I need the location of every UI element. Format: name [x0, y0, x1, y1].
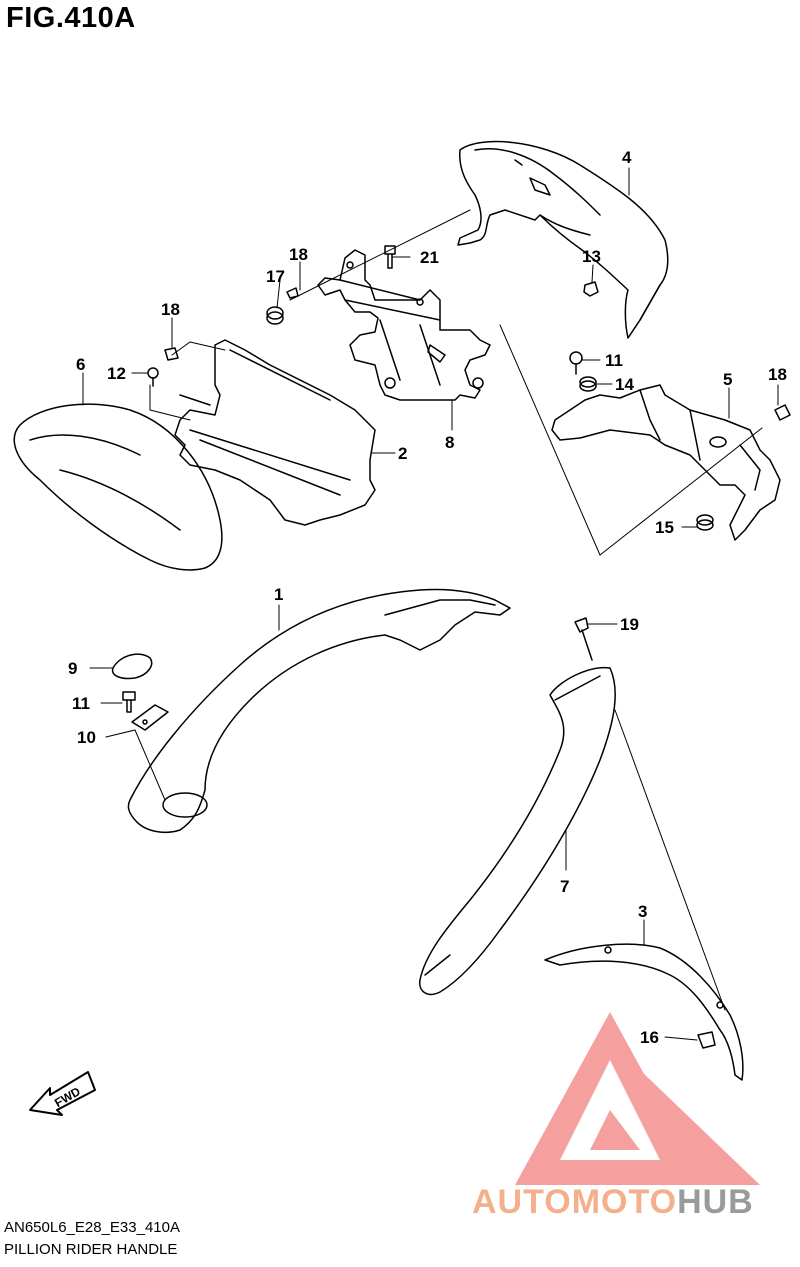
part-2-inner-panel: [174, 339, 376, 526]
part-8-bracket: [317, 249, 491, 401]
callout-11-left: 11: [72, 694, 90, 713]
callout-17: 17: [266, 267, 285, 286]
part-7-right-handle: [419, 666, 616, 996]
part-18-fastener-right: [774, 404, 791, 421]
callout-11-right: 11: [605, 351, 623, 370]
callout-16: 15: [655, 518, 674, 537]
callout-4: 4: [622, 148, 632, 167]
part-9-cap: [111, 653, 153, 680]
watermark-logo: [515, 1012, 760, 1185]
figure-caption: PILLION RIDER HANDLE: [4, 1241, 178, 1258]
part-13-nut: [697, 1031, 716, 1049]
part-16-grommet: [696, 514, 714, 531]
watermark-text-dark: HUB: [677, 1183, 754, 1221]
callout-18-right: 18: [768, 365, 787, 384]
part-1-pillion-handle: [127, 588, 511, 833]
watermark-text-accent: AUTOMOTO: [472, 1183, 677, 1221]
callout-19: 18: [289, 245, 308, 264]
callout-5: 5: [723, 370, 732, 389]
callout-6: 6: [76, 355, 85, 374]
part-6-pad-cover: [13, 403, 223, 571]
part-14-nut: [583, 281, 599, 297]
fwd-arrow-icon: [29, 1071, 96, 1116]
callout-13: 16: [640, 1028, 659, 1047]
svg-text:AUTOMOTOHUB: AUTOMOTOHUB: [472, 1183, 754, 1221]
callout-15: 14: [615, 375, 634, 394]
callout-1: 1: [274, 585, 283, 604]
figure-title: FIG.410A: [6, 2, 136, 34]
callout-8: 8: [445, 433, 454, 452]
part-3-tail-trim: [544, 943, 744, 1081]
callout-labels: 4 13 18 21 17 18 6 12 2 8 11 14 5 18 15 …: [52, 148, 787, 1110]
callout-21: 21: [420, 248, 439, 267]
figure-code: AN650L6_E28_E33_410A: [4, 1219, 180, 1236]
callout-2: 2: [398, 444, 407, 463]
callout-14: 13: [582, 247, 601, 266]
callout-20: 19: [620, 615, 639, 634]
part-18-fastener-left: [164, 347, 179, 361]
part-10-plate: [131, 704, 169, 731]
part-20-screw: [574, 617, 593, 661]
part-5-rear-bracket: [551, 384, 781, 541]
callout-3: 3: [638, 902, 647, 921]
part-11-bolt-left: [122, 691, 136, 713]
part-11-bolt-right: [569, 351, 583, 375]
part-4-rear-cover: [457, 140, 669, 339]
callout-leaders: [82, 167, 779, 1041]
callout-9: 9: [68, 659, 77, 678]
callout-18-left: 18: [161, 300, 180, 319]
part-17-grommet: [266, 306, 284, 325]
callout-12: 12: [107, 364, 126, 383]
part-12-screw: [147, 367, 159, 387]
watermark-text: AUTOMOTOHUB: [472, 1183, 754, 1221]
callout-10: 10: [77, 728, 96, 747]
part-15-collar: [579, 376, 597, 392]
callout-7: 7: [560, 877, 569, 896]
part-21-bolt: [384, 245, 396, 269]
